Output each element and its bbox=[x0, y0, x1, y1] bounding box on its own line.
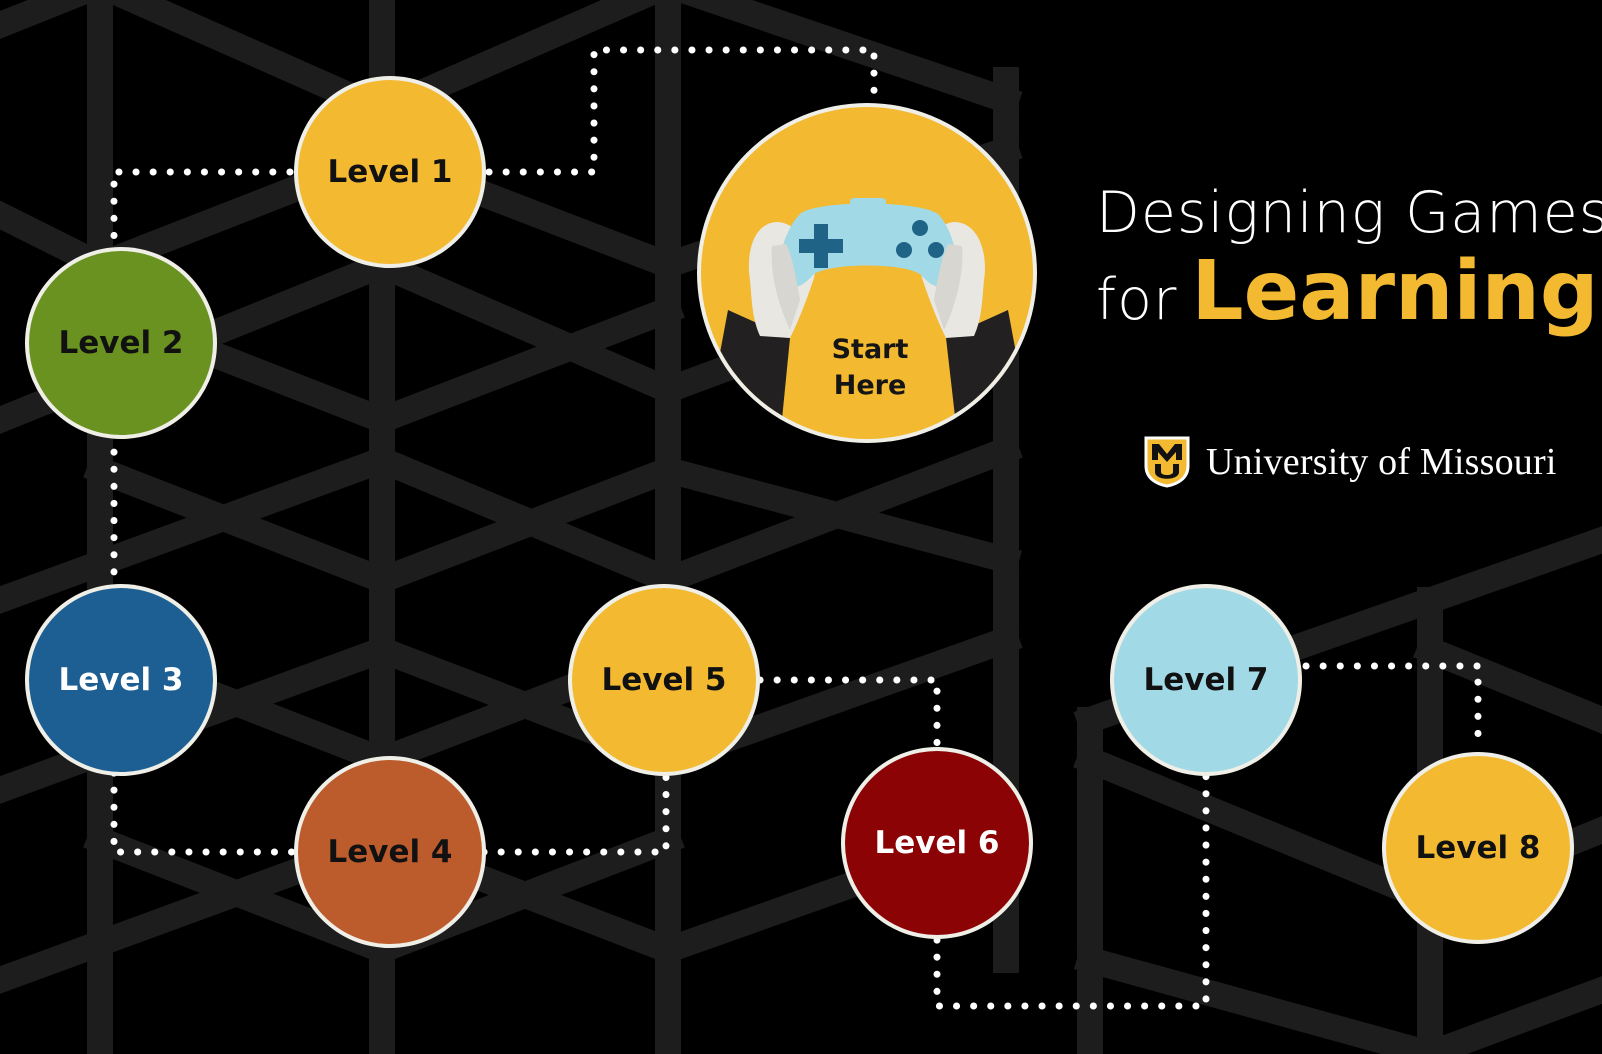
level-node-4[interactable]: Level 4 bbox=[294, 756, 486, 948]
start-label-line1: Start bbox=[832, 334, 909, 365]
level-node-label: Level 6 bbox=[875, 825, 1000, 861]
start-here-node[interactable]: Start Here bbox=[697, 103, 1037, 460]
level-nodes: Level 1 Level 2 Level 3 Level 4 Level 5 Level… bbox=[25, 76, 1574, 948]
level-node-2[interactable]: Level 2 bbox=[25, 247, 217, 439]
path-start-to-level-1 bbox=[482, 46, 878, 214]
level-node-fill bbox=[572, 588, 756, 772]
level-node-label: Level 4 bbox=[328, 834, 453, 870]
level-node-fill bbox=[845, 751, 1029, 935]
level-node-label: Level 7 bbox=[1144, 662, 1269, 698]
level-node-fill bbox=[298, 80, 482, 264]
university-brand: University of Missouri bbox=[1144, 436, 1557, 488]
level-node-5[interactable]: Level 5 bbox=[568, 584, 760, 776]
level-node-3[interactable]: Level 3 bbox=[25, 584, 217, 776]
university-name: University of Missouri bbox=[1206, 441, 1557, 483]
level-node-8[interactable]: Level 8 bbox=[1382, 752, 1574, 944]
title-emphasis: Learning bbox=[1191, 244, 1599, 339]
path-level-5-to-level-6 bbox=[756, 676, 941, 750]
title-line-1: Designing Games bbox=[1096, 180, 1602, 246]
path-level-1-to-level-2 bbox=[110, 168, 294, 249]
path-level-4-to-level-5 bbox=[480, 766, 670, 856]
level-node-1[interactable]: Level 1 bbox=[294, 76, 486, 268]
level-node-fill bbox=[1386, 756, 1570, 940]
level-node-label: Level 2 bbox=[59, 325, 184, 361]
level-node-label: Level 5 bbox=[602, 662, 727, 698]
start-label-line2: Here bbox=[834, 370, 907, 401]
mu-shield-logo-icon bbox=[1144, 436, 1190, 488]
level-node-label: Level 3 bbox=[59, 662, 184, 698]
level-node-label: Level 8 bbox=[1416, 830, 1541, 866]
path-level-7-to-level-8 bbox=[1302, 662, 1482, 750]
title-prefix: for bbox=[1096, 267, 1178, 333]
level-node-6[interactable]: Level 6 bbox=[841, 747, 1033, 939]
level-node-label: Level 1 bbox=[328, 154, 453, 190]
level-node-fill bbox=[1114, 588, 1298, 772]
dotted-path bbox=[110, 46, 1482, 1010]
level-node-7[interactable]: Level 7 bbox=[1110, 584, 1302, 776]
level-node-fill bbox=[298, 760, 482, 944]
level-node-fill bbox=[29, 588, 213, 772]
level-node-fill bbox=[29, 251, 213, 435]
path-level-6-to-level-7 bbox=[933, 768, 1210, 1010]
path-level-3-to-level-4 bbox=[110, 769, 296, 856]
